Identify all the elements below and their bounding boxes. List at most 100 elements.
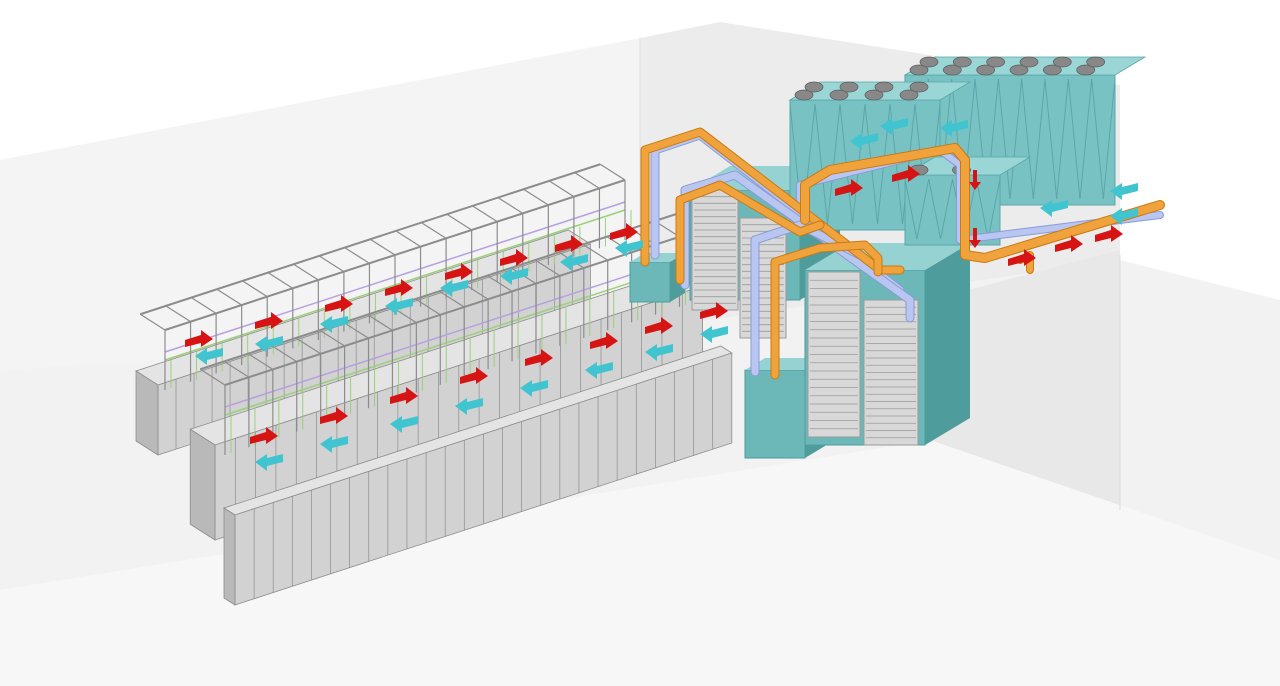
arrow-right-icon [385,279,413,296]
frame-brace [439,290,465,308]
arrow-left-icon [440,280,468,297]
arrow-right-icon [700,302,728,319]
arrow-left-icon [520,380,548,397]
fan-icon [874,81,894,93]
fan-icon [1086,56,1106,68]
frame-brace [247,353,274,370]
arrow-left-icon [1110,208,1138,225]
unit-front [744,369,806,459]
frame-brace [242,280,268,298]
hot-flow-arrow [969,170,981,190]
frame-brace [534,259,561,277]
hot-pipe [801,144,1164,262]
hot-pipe [676,181,824,284]
arrow-left-icon [385,298,413,315]
cold-flow-arrow [440,280,468,297]
arrow-right-icon [610,223,638,240]
frame-brace [343,321,369,339]
hot-pipe [641,128,904,274]
cold-flow-arrow [850,133,878,150]
fan-icon [1019,56,1039,68]
fan-icon [986,56,1006,68]
louver-panel [863,299,919,446]
fan-icon [829,89,849,101]
arrow-left-icon [390,416,418,433]
arrow-right-icon [390,387,418,404]
arrow-left-icon [1110,183,1138,200]
hot-flow-arrow [969,228,981,248]
arrow-right-icon [1095,225,1123,242]
hot-flow-arrow [892,165,920,182]
frame-brace [216,288,242,306]
cold-flow-arrow [195,348,223,365]
fan-icon [1076,64,1096,76]
arrow-right-icon [645,317,673,334]
chiller-unit [788,81,972,231]
hot-flow-arrow [320,407,348,424]
arrow-left-icon [700,326,728,343]
arrow-left-icon [850,133,878,150]
fan-icon [899,89,919,101]
arrow-right-icon [590,332,618,349]
frame-brace [582,243,609,261]
fan-icon [909,81,929,93]
arrow-left-icon [455,398,483,415]
cold-flow-arrow [385,298,413,315]
frame-brace [191,297,217,314]
cold-flow-arrow [255,336,283,353]
cold-flow-arrow [1110,183,1138,200]
hot-flow-arrow [385,279,413,296]
chiller-coil [997,78,1023,200]
frame-brace [199,368,226,386]
arrow-left-icon [320,316,348,333]
frame-brace [599,163,626,181]
cold-flow-arrow [615,240,643,257]
arrow-left-icon [255,336,283,353]
chiller-coil [889,103,916,225]
frame-brace [344,247,370,264]
hot-flow-arrow [645,317,673,334]
chiller-coil [1091,78,1116,200]
arrow-right-icon [1055,235,1083,252]
chiller-coil [814,103,841,225]
cold-flow-arrow [940,120,968,137]
rooftop-chillers [788,56,1147,246]
cold-pipe [681,171,914,322]
rack-side [189,428,216,541]
fan-icon [909,64,929,76]
chiller-coil [1044,78,1069,200]
coolant-pipes [640,127,1165,380]
chiller-coil [864,103,891,225]
arrow-left-icon [585,362,613,379]
cold-flow-arrow [880,118,908,135]
chiller-coil [1021,78,1046,200]
cold-flow-arrow [455,398,483,415]
arrow-right-icon [969,228,981,248]
cold-flow-arrow [320,436,348,453]
fan-icon [804,81,824,93]
hot-flow-arrow [700,302,728,319]
hot-flow-arrow [460,367,488,384]
rack-side [135,370,159,456]
arrow-right-icon [969,170,981,190]
arrow-left-icon [880,118,908,135]
arrow-right-icon [325,295,353,312]
cold-flow-arrow [390,416,418,433]
hot-flow-arrow [390,387,418,404]
room-right-wall [930,250,1120,510]
fan-icon [942,64,962,76]
arrow-right-icon [1008,249,1036,266]
frame-brace [486,275,513,292]
fan-icon [919,56,939,68]
arrow-left-icon [1040,200,1068,217]
rack-row [223,345,733,606]
cold-flow-arrow [700,326,728,343]
arrow-right-icon [525,349,553,366]
arrow-right-icon [835,179,863,196]
cold-flow-arrow [560,254,588,271]
chiller-coil [904,178,930,240]
hot-flow-arrow [255,312,283,329]
arrow-left-icon [500,268,528,285]
hot-flow-arrow [835,179,863,196]
frame-brace [293,263,319,281]
